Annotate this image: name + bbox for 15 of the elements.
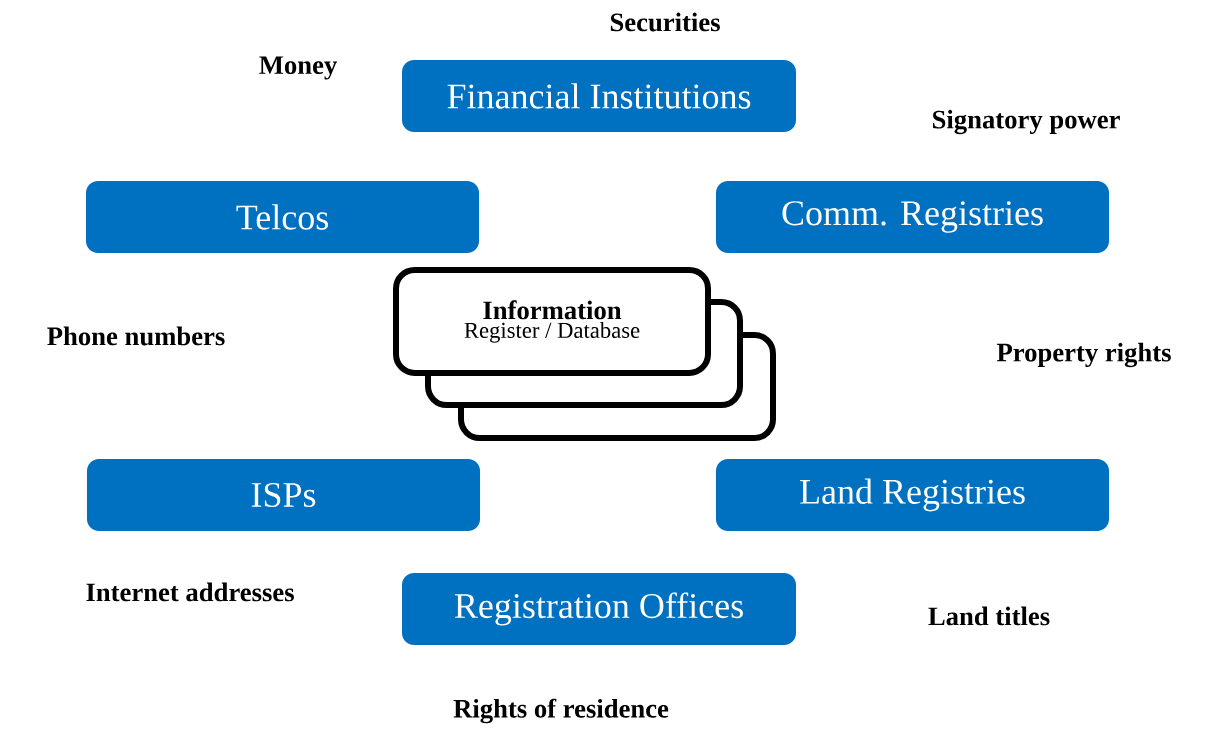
asset-label: Land titles [928,606,1050,626]
asset-label: Internet addresses [86,582,294,602]
asset-label: Money [259,56,337,80]
institution-box: Comm. Registries [715,181,1110,253]
institution-box: Registration Offices [402,573,796,645]
institution-box: Telcos [85,181,480,253]
institution-box: ISPs [86,459,481,531]
database-box: Information Register / Database [393,267,711,376]
asset-label: Securities [610,12,720,32]
asset-label: Signatory power [933,109,1120,135]
institution-box: Land Registries [715,459,1110,531]
asset-label: Rights of residence [453,698,669,724]
asset-label: Phone numbers [47,326,225,346]
institution-box: Financial Institutions [402,60,796,132]
asset-label: Property rights [996,342,1171,368]
